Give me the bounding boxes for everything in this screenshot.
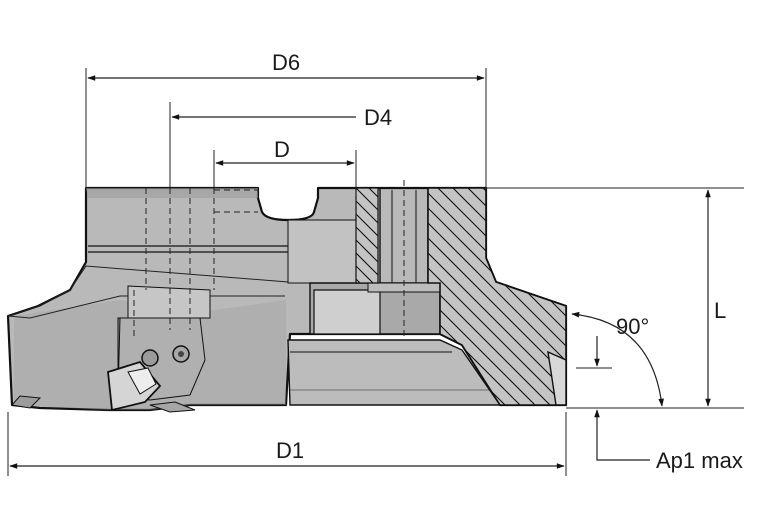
dimension-labels: D6 D4 D L 90° D1 Ap1 max xyxy=(272,50,743,473)
label-ap1-max: Ap1 max xyxy=(656,448,743,473)
hatch-line xyxy=(555,188,566,405)
hatch-line xyxy=(428,188,566,405)
dimension-lines xyxy=(7,68,744,476)
label-angle: 90° xyxy=(616,314,649,339)
hatch-line xyxy=(428,188,526,405)
hatch-line xyxy=(540,188,566,405)
label-d1: D1 xyxy=(276,438,304,463)
hatch-line xyxy=(356,188,378,283)
hatch-line xyxy=(428,188,566,405)
hatch-line xyxy=(428,188,566,405)
hatch-line xyxy=(428,188,541,405)
label-d4: D4 xyxy=(364,105,392,130)
hatch-line xyxy=(356,188,378,283)
hatch-line xyxy=(571,186,767,410)
hatch-line xyxy=(356,188,378,283)
hatch-line xyxy=(356,188,378,283)
label-d6: D6 xyxy=(272,50,300,75)
hatch-line xyxy=(428,188,566,405)
hatch-line xyxy=(428,188,566,405)
label-l: L xyxy=(714,298,726,323)
hatch-line xyxy=(428,188,556,405)
hidden-lines xyxy=(133,180,357,340)
hatch-line xyxy=(356,188,377,283)
label-d: D xyxy=(274,137,290,162)
